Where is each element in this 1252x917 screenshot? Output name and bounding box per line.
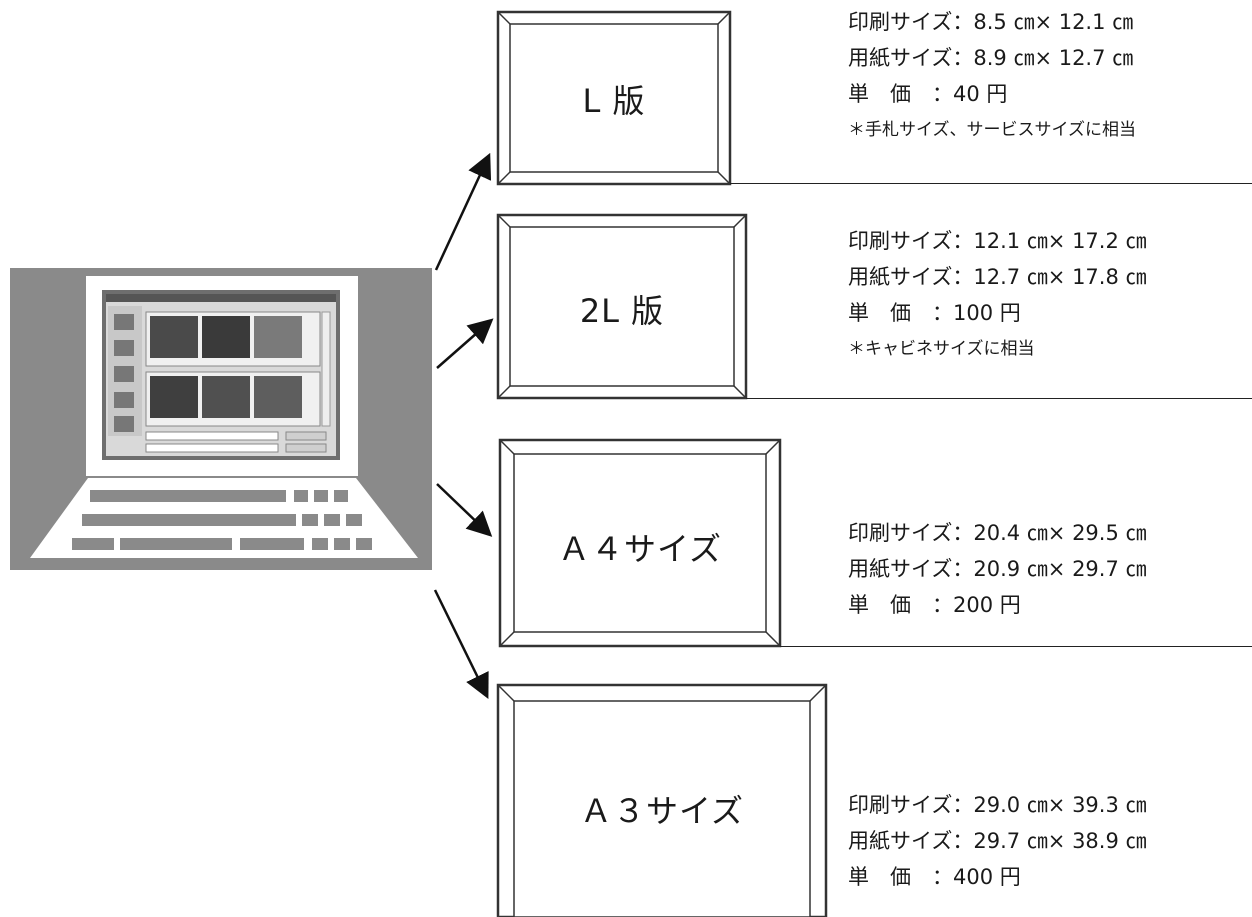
separator-line bbox=[730, 183, 1252, 184]
print-size: 印刷サイズ：8.5 ㎝× 12.1 ㎝ bbox=[848, 10, 1134, 34]
arrow-icon bbox=[436, 318, 494, 369]
unit-price: 単 価 ：200 円 bbox=[848, 593, 1021, 617]
separator-line bbox=[780, 646, 1252, 647]
spec-block-l: 印刷サイズ：8.5 ㎝× 12.1 ㎝ 用紙サイズ：8.9 ㎝× 12.7 ㎝ … bbox=[848, 4, 1136, 148]
product-name-l: L 版 bbox=[582, 82, 646, 120]
size-note: ＊手札サイズ、サービスサイズに相当 bbox=[848, 120, 1136, 140]
spec-block-a4: 印刷サイズ：20.4 ㎝× 29.5 ㎝ 用紙サイズ：20.9 ㎝× 29.7 … bbox=[848, 515, 1147, 623]
unit-price: 単 価 ：100 円 bbox=[848, 301, 1021, 325]
spec-block-2l: 印刷サイズ：12.1 ㎝× 17.2 ㎝ 用紙サイズ：12.7 ㎝× 17.8 … bbox=[848, 223, 1147, 367]
paper-size: 用紙サイズ：20.9 ㎝× 29.7 ㎝ bbox=[848, 557, 1147, 581]
unit-price: 単 価 ：40 円 bbox=[848, 82, 1008, 106]
paper-size: 用紙サイズ：12.7 ㎝× 17.8 ㎝ bbox=[848, 265, 1147, 289]
paper-size: 用紙サイズ：8.9 ㎝× 12.7 ㎝ bbox=[848, 46, 1134, 70]
size-note: ＊キャビネサイズに相当 bbox=[848, 339, 1035, 359]
paper-size: 用紙サイズ：29.7 ㎝× 38.9 ㎝ bbox=[848, 829, 1147, 853]
print-size: 印刷サイズ：12.1 ㎝× 17.2 ㎝ bbox=[848, 229, 1147, 253]
unit-price: 単 価 ：400 円 bbox=[848, 865, 1021, 889]
spec-block-a3: 印刷サイズ：29.0 ㎝× 39.3 ㎝ 用紙サイズ：29.7 ㎝× 38.9 … bbox=[848, 787, 1147, 895]
print-size: 印刷サイズ：29.0 ㎝× 39.3 ㎝ bbox=[848, 793, 1147, 817]
product-name-2l: 2L 版 bbox=[579, 292, 665, 330]
arrow-icon bbox=[436, 483, 493, 537]
product-name-a3: Ａ３サイズ bbox=[579, 792, 745, 830]
print-size: 印刷サイズ：20.4 ㎝× 29.5 ㎝ bbox=[848, 521, 1147, 545]
computer-illustration bbox=[10, 268, 432, 570]
product-name-a4: Ａ４サイズ bbox=[557, 530, 723, 568]
computer-drawing bbox=[30, 276, 418, 558]
separator-line bbox=[746, 398, 1252, 399]
arrow-icon bbox=[434, 152, 492, 271]
arrow-icon bbox=[433, 589, 489, 699]
